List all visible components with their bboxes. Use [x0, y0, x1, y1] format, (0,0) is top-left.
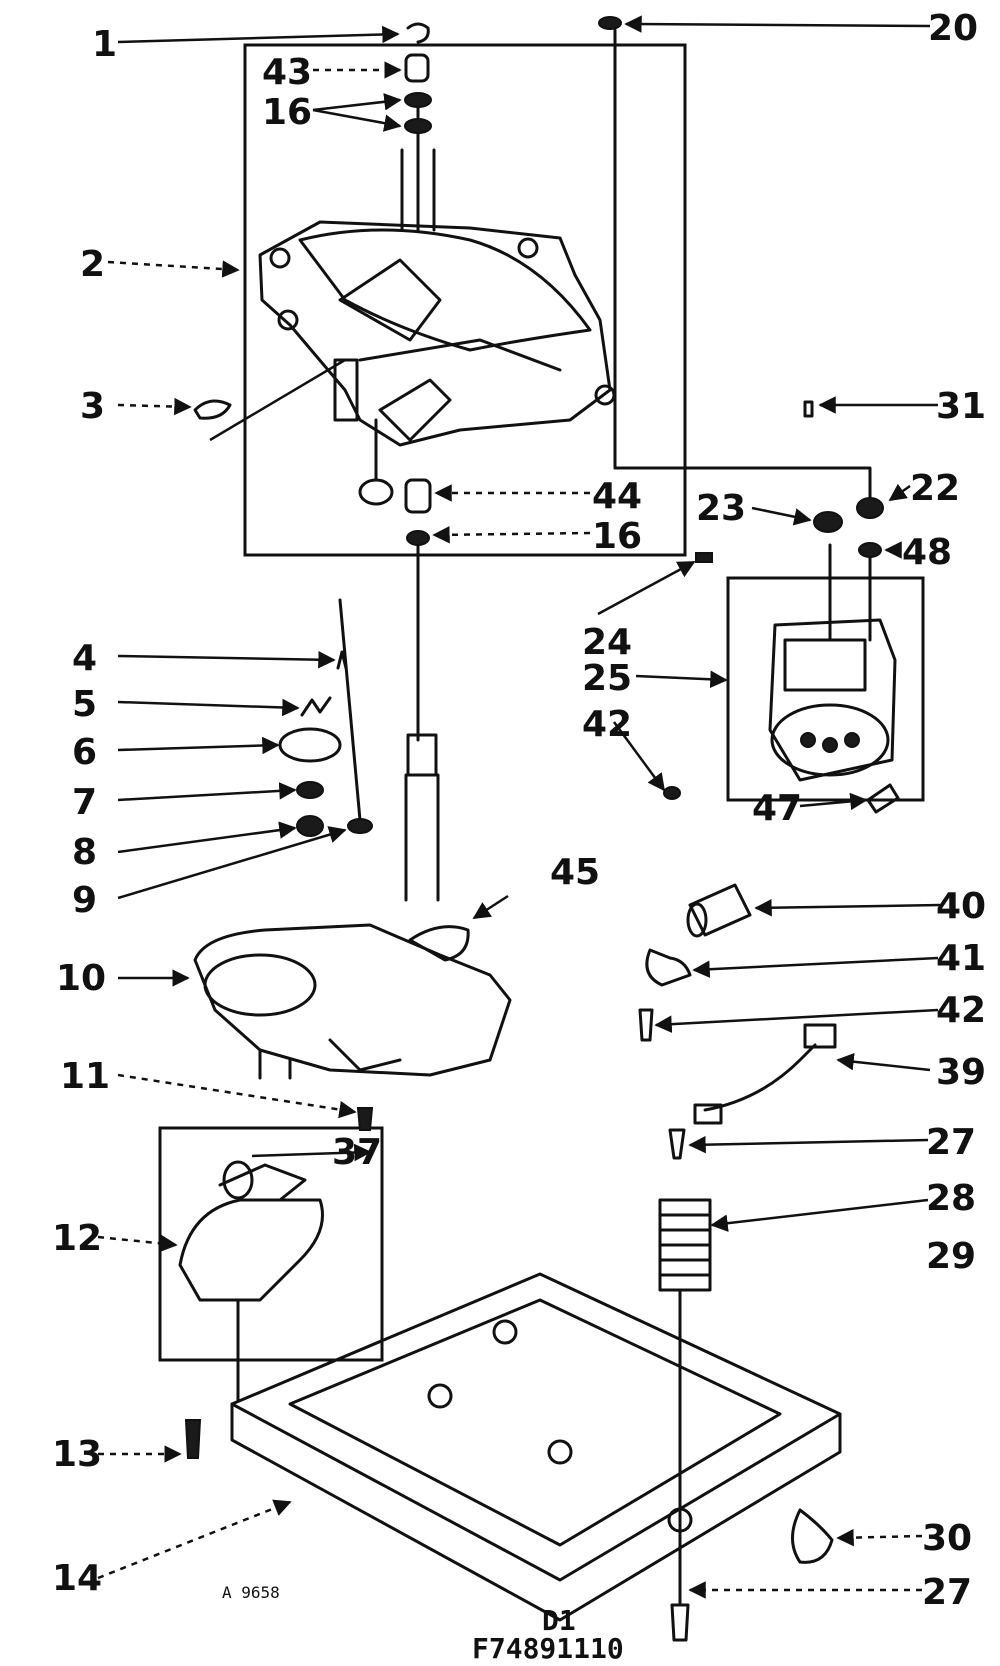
callout-27-bottom: 27: [922, 1572, 972, 1613]
wire-harness-39: [703, 1043, 817, 1112]
callout-1: 1: [92, 24, 117, 65]
callout-47: 47: [752, 788, 802, 829]
callout-30: 30: [922, 1518, 972, 1559]
strap-41: [645, 948, 692, 987]
callout-23: 23: [696, 488, 746, 529]
callout-8: 8: [72, 832, 97, 873]
screw-13: [184, 1419, 202, 1459]
grommet-23: [813, 511, 843, 533]
washer-9: [347, 818, 373, 834]
spring-5: [300, 696, 332, 717]
grommet-22: [856, 497, 884, 519]
callout-45: 45: [550, 852, 600, 893]
callout-10: 10: [56, 958, 106, 999]
screw-27-bottom: [670, 1603, 690, 1642]
callout-44: 44: [592, 476, 642, 517]
footer-line1: D1: [542, 1604, 576, 1637]
foot-30: [791, 1508, 834, 1564]
callout-37: 37: [332, 1132, 382, 1173]
callout-22: 22: [910, 468, 960, 509]
screw-42-motor: [663, 786, 681, 800]
washer-7: [296, 781, 324, 799]
spring-28: [658, 1198, 712, 1292]
callout-48: 48: [902, 532, 952, 573]
callout-20: 20: [928, 8, 978, 49]
callout-28: 28: [926, 1178, 976, 1219]
motor: [768, 543, 897, 782]
callout-12: 12: [52, 1218, 102, 1259]
callout-16-top: 16: [262, 92, 312, 133]
callout-40: 40: [936, 886, 986, 927]
screw-27-top: [668, 1128, 686, 1160]
clip-31: [803, 400, 814, 418]
spacer-8: [296, 815, 324, 837]
bushing-44: [404, 478, 432, 514]
callout-41: 41: [936, 938, 986, 979]
callout-2: 2: [80, 244, 105, 285]
callout-4: 4: [72, 638, 97, 679]
clip-1: [406, 22, 430, 44]
bracket-3: [193, 399, 232, 420]
callout-3: 3: [80, 386, 105, 427]
callout-14: 14: [52, 1558, 102, 1599]
transmission-housing: [258, 220, 616, 506]
callout-27-top: 27: [926, 1122, 976, 1163]
callout-43: 43: [262, 52, 312, 93]
drive-shaft: [400, 93, 440, 902]
callout-24: 24: [582, 622, 632, 663]
drawing-code: A 9658: [222, 1583, 280, 1602]
transmission-assembly-box: [243, 43, 687, 557]
callout-42-strap: 42: [936, 990, 986, 1031]
callout-13: 13: [52, 1434, 102, 1475]
capacitor-40: [686, 883, 752, 938]
callout-31: 31: [936, 386, 986, 427]
connector-39b: [693, 1103, 723, 1125]
connector-39: [803, 1023, 837, 1049]
washer-16-bottom: [406, 530, 430, 546]
clip-47: [866, 783, 900, 814]
washer-16-top-b: [404, 118, 432, 134]
callout-5: 5: [72, 684, 97, 725]
pump-12: [178, 1160, 324, 1402]
callout-6: 6: [72, 732, 97, 773]
washer-16-top-a: [404, 92, 432, 108]
callout-7: 7: [72, 782, 97, 823]
gearcase-10: [193, 923, 512, 1080]
screw-11: [356, 1107, 374, 1131]
callout-29: 29: [926, 1236, 976, 1277]
callout-42-motor: 42: [582, 704, 632, 745]
motor-assembly-box: [726, 576, 925, 802]
linkage-rod: [338, 598, 362, 822]
cam-6: [278, 727, 342, 763]
washer-20: [598, 16, 622, 30]
callout-11: 11: [60, 1056, 110, 1097]
bushing-43: [404, 53, 430, 83]
base-14: [230, 1272, 842, 1622]
screw-42-strap: [638, 1008, 654, 1042]
callout-39: 39: [936, 1052, 986, 1093]
callout-25: 25: [582, 658, 632, 699]
nut-24: [695, 552, 713, 563]
footer-line2: F74891110: [472, 1632, 624, 1665]
callout-9: 9: [72, 880, 97, 921]
callout-16-bottom: 16: [592, 516, 642, 557]
washer-48: [858, 542, 882, 558]
